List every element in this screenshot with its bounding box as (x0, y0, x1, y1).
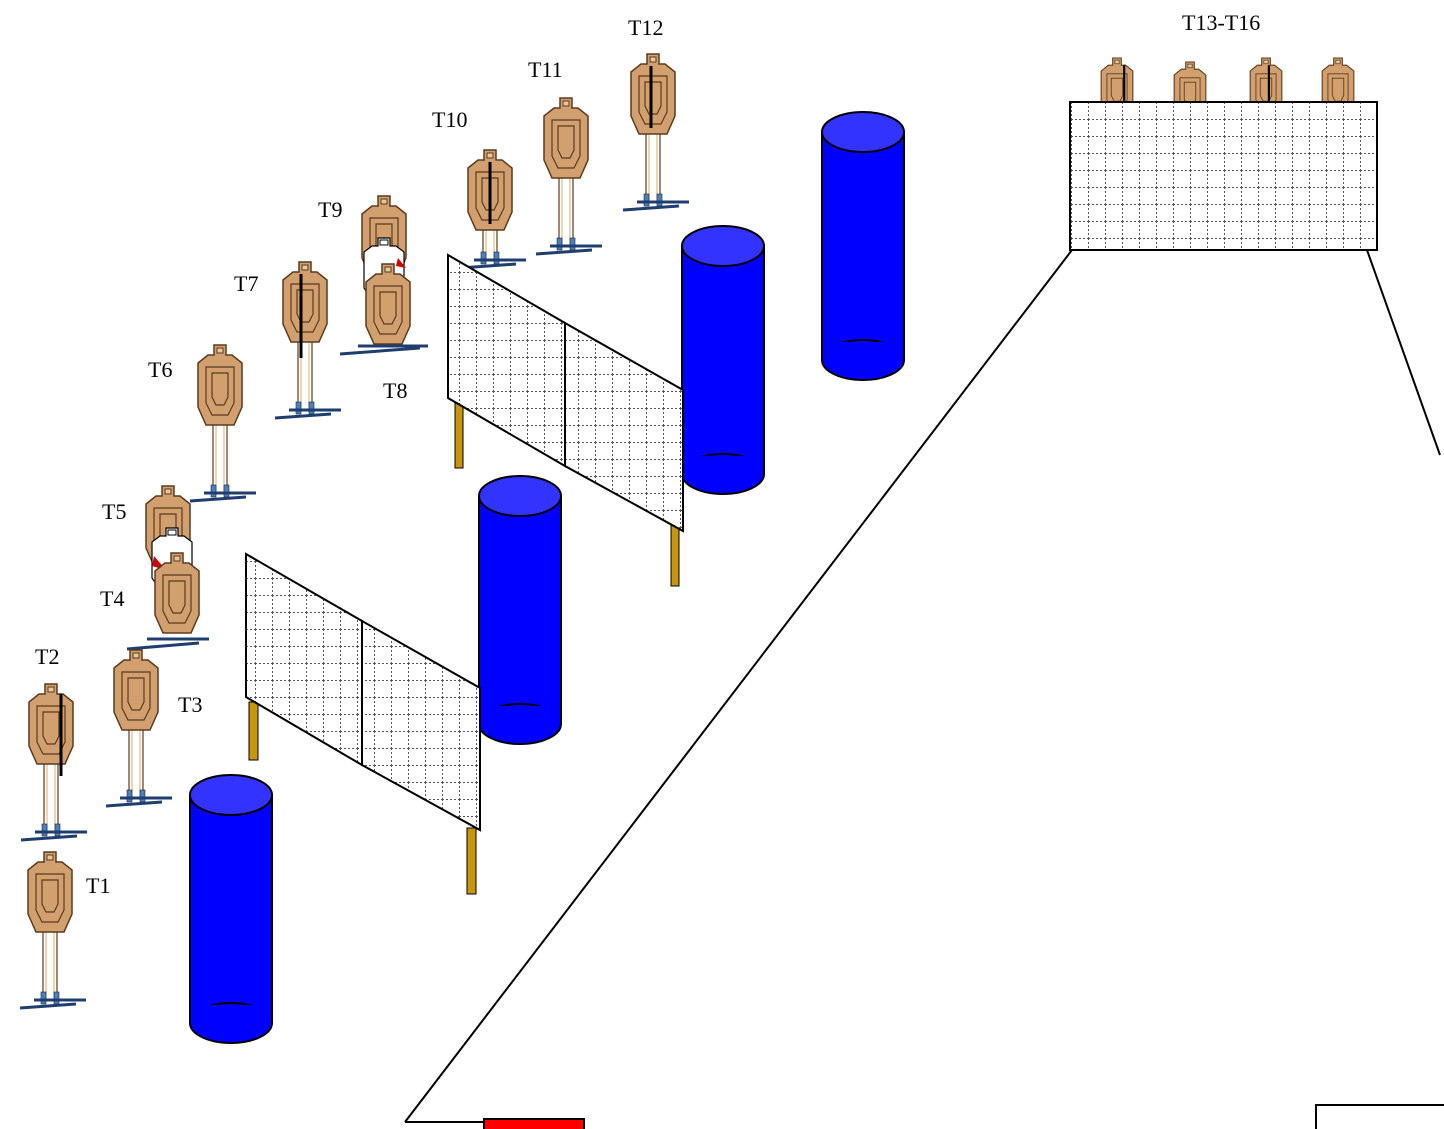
fault-line-right (1366, 249, 1441, 456)
target-t3 (104, 649, 174, 808)
label-t4: T4 (100, 586, 124, 611)
start-box (483, 1118, 585, 1129)
barrel-1-icon (189, 774, 273, 1044)
no-shoot-t9 (363, 237, 406, 301)
target-t12 (621, 53, 691, 212)
label-t1: T1 (86, 873, 110, 898)
target-t1 (18, 851, 88, 1010)
mesh-wall-front (245, 552, 481, 895)
label-t13-t16: T13-T16 (1182, 10, 1260, 35)
label-t10: T10 (432, 107, 467, 132)
target-t4 (126, 552, 209, 651)
target-t7 (273, 261, 343, 420)
label-t12: T12 (628, 15, 663, 40)
label-t6: T6 (148, 357, 172, 382)
barrel-3-icon (681, 225, 765, 495)
target-t10 (458, 149, 528, 270)
label-t2: T2 (35, 644, 59, 669)
target-t2 (19, 683, 89, 842)
mesh-wall-rear (447, 253, 684, 587)
target-t6 (188, 344, 258, 503)
label-t9: T9 (318, 197, 342, 222)
back-wall (1069, 101, 1378, 251)
target-t11 (534, 97, 604, 256)
target-t8 (339, 263, 428, 356)
fault-line-left (404, 249, 1073, 1123)
barrel-2-icon (478, 475, 562, 745)
label-t5: T5 (102, 499, 126, 524)
label-t8: T8 (383, 378, 407, 403)
label-t7: T7 (234, 271, 258, 296)
label-t11: T11 (528, 57, 563, 82)
barrel-4-icon (821, 111, 905, 381)
fault-line-corner (1315, 1104, 1444, 1129)
label-t3: T3 (178, 692, 202, 717)
